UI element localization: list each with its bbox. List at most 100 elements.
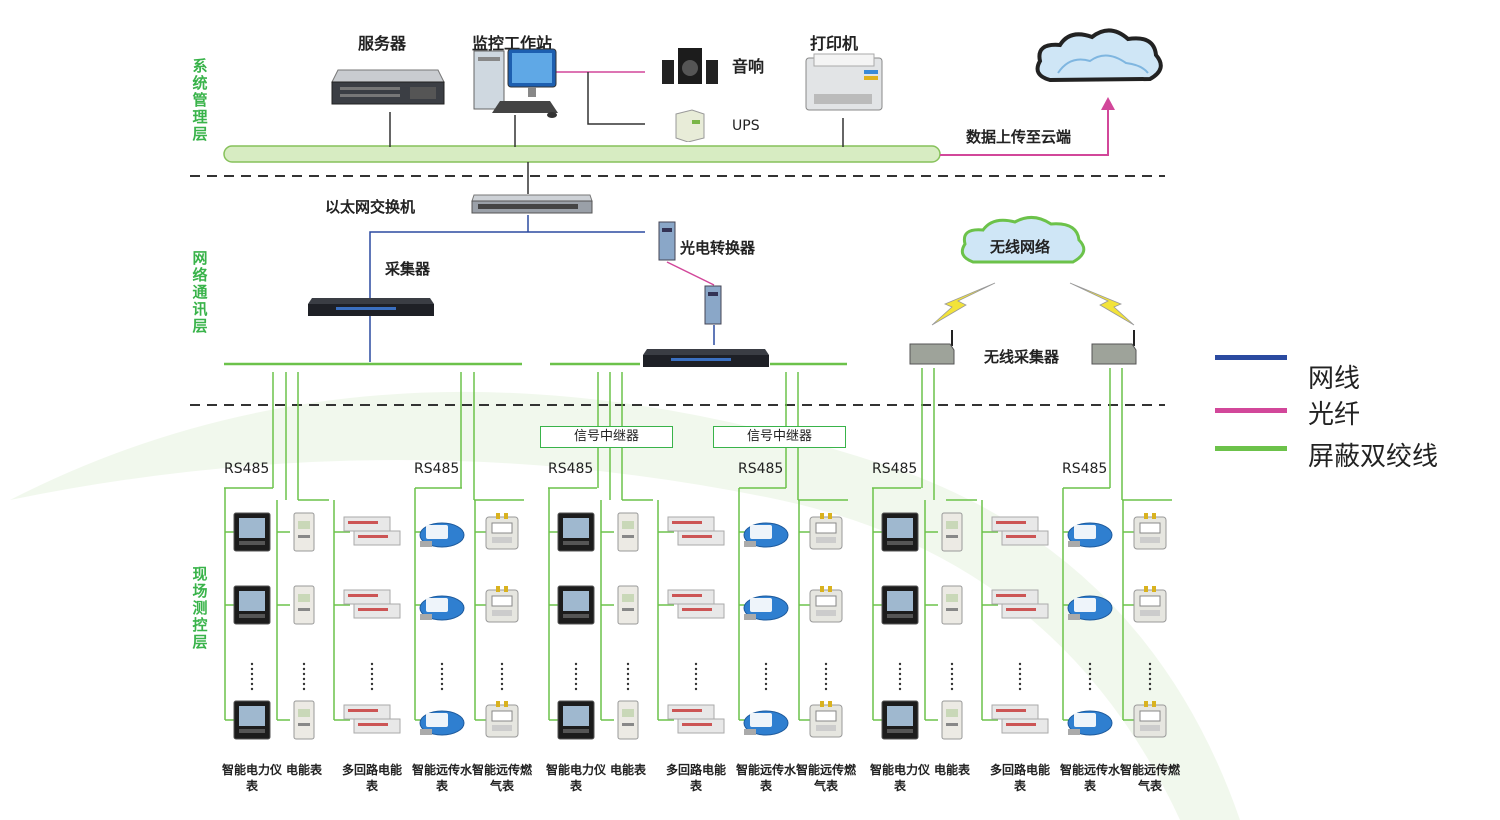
water-meter-icon: [743, 710, 789, 736]
repeater-box-2: 信号中继器: [713, 426, 846, 448]
wireless-collector-icon-left: [909, 330, 955, 365]
multi-circuit-meter-icon: [343, 516, 401, 546]
multi-circuit-meter-icon: [667, 589, 725, 619]
water-meter-icon: [743, 595, 789, 621]
energy-meter-icon: [941, 700, 963, 740]
legend-label-fiber: 光纤: [1308, 400, 1361, 430]
gas-meter-icon: [485, 701, 519, 738]
lightning-bolt-right: [1069, 282, 1135, 326]
water-meter-icon: [419, 710, 465, 736]
water-meter-icon: [1067, 710, 1113, 736]
multi-circuit-meter-icon: [991, 589, 1049, 619]
converter-icon-top: [658, 221, 676, 261]
power-meter-icon: [881, 585, 919, 625]
rs485-label: RS485: [872, 461, 918, 477]
layer-label-network: 网络通讯层: [192, 249, 208, 335]
meter-caption-4: 智能远传水表: [1060, 763, 1121, 793]
energy-meter-icon: [617, 585, 639, 625]
printer-icon: [805, 53, 883, 111]
power-meter-icon: [881, 512, 919, 552]
wireless-collector-label: 无线采集器: [984, 348, 1060, 366]
converter-icon-bottom: [704, 285, 722, 325]
speaker-icon: [662, 48, 718, 84]
legend-swatch-fiber: [1215, 408, 1287, 413]
layer-label-field: 现场测控层: [192, 565, 208, 651]
water-meter-icon: [419, 522, 465, 548]
gas-meter-icon: [1133, 586, 1167, 623]
switch-label: 以太网交换机: [325, 198, 416, 216]
energy-meter-icon: [941, 512, 963, 552]
water-meter-icon: [1067, 595, 1113, 621]
background-swoosh: [10, 391, 1240, 820]
legend-label-network: 网线: [1308, 364, 1361, 394]
gas-meter-icon: [1133, 701, 1167, 738]
meter-caption-3: 多回路电能表: [666, 763, 727, 793]
meter-caption-1: 智能电力仪表: [870, 763, 931, 793]
wireless-collector-icon-right: [1091, 330, 1137, 365]
meter-caption-2: 电能表: [609, 763, 646, 777]
ups-label: UPS: [732, 118, 760, 134]
power-meter-icon: [881, 700, 919, 740]
gas-meter-icon: [485, 513, 519, 550]
multi-circuit-meter-icon: [667, 516, 725, 546]
workstation-label: 监控工作站: [472, 34, 553, 53]
workstation-icon: [473, 48, 558, 118]
energy-meter-icon: [293, 512, 315, 552]
ups-icon: [675, 109, 705, 142]
cloud-icon: [1035, 28, 1163, 83]
multi-circuit-meter-icon: [991, 704, 1049, 734]
legend-label-twisted-pair: 屏蔽双绞线: [1308, 442, 1439, 472]
power-meter-icon: [557, 700, 595, 740]
energy-meter-icon: [293, 700, 315, 740]
gas-meter-icon: [809, 513, 843, 550]
power-meter-icon: [233, 512, 271, 552]
ethernet-bus: [223, 145, 941, 163]
server-label: 服务器: [358, 34, 407, 53]
water-meter-icon: [743, 522, 789, 548]
rs485-label: RS485: [738, 461, 784, 477]
multi-circuit-meter-icon: [343, 704, 401, 734]
rs485-label: RS485: [548, 461, 594, 477]
gas-meter-icon: [809, 586, 843, 623]
meter-caption-2: 电能表: [933, 763, 970, 777]
lightning-bolt-left: [931, 282, 996, 326]
meter-caption-1: 智能电力仪表: [222, 763, 283, 793]
meter-caption-4: 智能远传水表: [412, 763, 473, 793]
meter-caption-5: 智能远传燃气表: [472, 763, 533, 793]
power-meter-icon: [557, 585, 595, 625]
power-meter-icon: [233, 700, 271, 740]
power-meter-icon: [557, 512, 595, 552]
layer-label-management: 系统管理层: [192, 57, 208, 143]
water-meter-icon: [1067, 522, 1113, 548]
energy-meter-icon: [941, 585, 963, 625]
collector-icon: [308, 298, 434, 316]
legend-swatch-network: [1215, 355, 1287, 360]
collector-icon-2: [643, 349, 769, 367]
ethernet-switch-icon: [471, 194, 593, 214]
meter-caption-4: 智能远传水表: [736, 763, 797, 793]
wireless-cloud-icon: [960, 216, 1086, 264]
speaker-label: 音响: [732, 57, 765, 76]
energy-meter-icon: [293, 585, 315, 625]
legend-swatch-twisted-pair: [1215, 446, 1287, 451]
rs485-label: RS485: [1062, 461, 1108, 477]
power-meter-icon: [233, 585, 271, 625]
energy-meter-icon: [617, 512, 639, 552]
gas-meter-icon: [809, 701, 843, 738]
rs485-label: RS485: [414, 461, 460, 477]
converter-label: 光电转换器: [680, 239, 756, 257]
water-meter-icon: [419, 595, 465, 621]
rs485-label: RS485: [224, 461, 270, 477]
meter-caption-5: 智能远传燃气表: [796, 763, 857, 793]
meter-caption-3: 多回路电能表: [342, 763, 403, 793]
repeater-box-1: 信号中继器: [540, 426, 673, 448]
multi-circuit-meter-icon: [343, 589, 401, 619]
meter-caption-3: 多回路电能表: [990, 763, 1051, 793]
multi-circuit-meter-icon: [991, 516, 1049, 546]
multi-circuit-meter-icon: [667, 704, 725, 734]
gas-meter-icon: [485, 586, 519, 623]
gas-meter-icon: [1133, 513, 1167, 550]
collector-label: 采集器: [385, 260, 431, 278]
meter-caption-5: 智能远传燃气表: [1120, 763, 1181, 793]
